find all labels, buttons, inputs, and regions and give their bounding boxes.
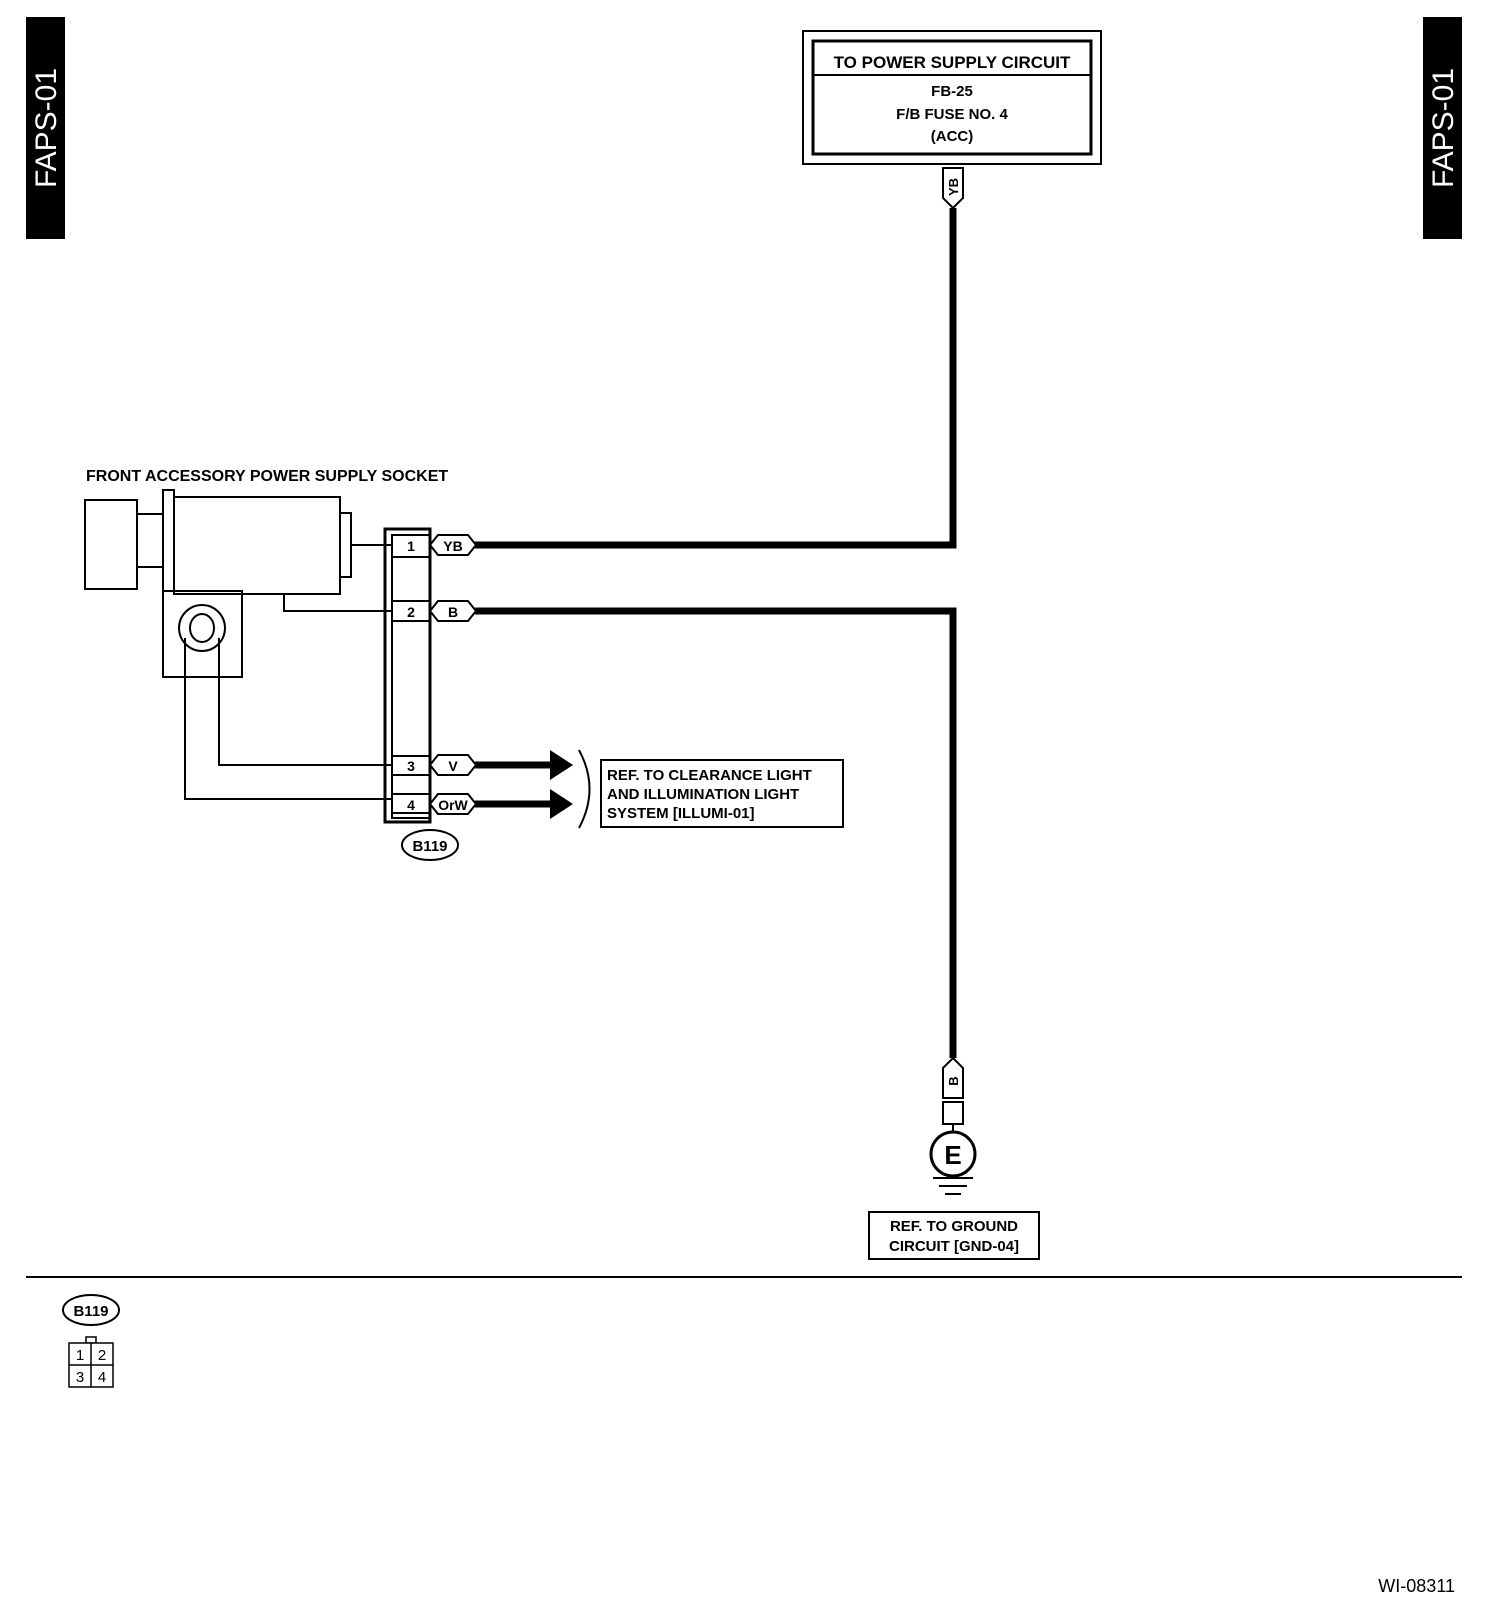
connector-b119: 1 2 3 4 bbox=[383, 527, 432, 824]
wire-tag-yb-vertical: YB bbox=[942, 167, 964, 210]
legend-pin-4: 4 bbox=[98, 1369, 106, 1386]
component-label: FRONT ACCESSORY POWER SUPPLY SOCKET bbox=[86, 468, 448, 485]
pin-2-number: 2 bbox=[407, 604, 415, 620]
legend-pin-1: 1 bbox=[76, 1347, 84, 1364]
arrow-v-icon bbox=[550, 750, 573, 780]
wire-tag-pin1: YB bbox=[428, 534, 478, 556]
wire-orw bbox=[475, 789, 573, 819]
arrow-orw-icon bbox=[550, 789, 573, 819]
ground-symbol-label: E bbox=[944, 1140, 961, 1170]
legend-connector-id: B119 bbox=[73, 1303, 108, 1320]
left-side-tab: FAPS-01 bbox=[26, 17, 65, 239]
wire-tag-b-vertical-label: B bbox=[946, 1076, 961, 1085]
left-side-tab-label: FAPS-01 bbox=[30, 68, 63, 188]
right-side-tab-label: FAPS-01 bbox=[1427, 68, 1460, 188]
power-socket-icon bbox=[84, 489, 392, 800]
pin-4-number: 4 bbox=[407, 797, 415, 813]
power-box-line3: (ACC) bbox=[931, 128, 974, 145]
ref-illumi-line3: SYSTEM [ILLUMI-01] bbox=[607, 805, 755, 822]
wire-tag-pin4: OrW bbox=[428, 793, 478, 815]
connector-legend: B119 1 2 3 4 bbox=[62, 1294, 120, 1388]
ref-ground-line2: CIRCUIT [GND-04] bbox=[889, 1238, 1019, 1255]
wire-tag-yb-vertical-label: YB bbox=[946, 178, 961, 196]
wire-tag-pin2-label: B bbox=[448, 604, 458, 620]
pin-1-number: 1 bbox=[407, 538, 415, 554]
reference-bracket bbox=[578, 749, 591, 829]
wire-b-ground bbox=[475, 607, 957, 1058]
power-box-line1: FB-25 bbox=[931, 83, 973, 100]
pin-3-number: 3 bbox=[407, 758, 415, 774]
power-box-line2: F/B FUSE NO. 4 bbox=[896, 106, 1008, 123]
wire-tag-b-vertical: B bbox=[942, 1056, 964, 1099]
wire-tag-pin4-label: OrW bbox=[438, 797, 468, 813]
ref-ground-box: REF. TO GROUND CIRCUIT [GND-04] bbox=[868, 1211, 1040, 1260]
connector-id-badge: B119 bbox=[401, 829, 459, 861]
legend-pin-2: 2 bbox=[98, 1347, 106, 1364]
legend-pin-3: 3 bbox=[76, 1369, 84, 1386]
wire-tag-pin2: B bbox=[428, 600, 478, 622]
ground-icon: E bbox=[929, 1130, 977, 1195]
wire-tag-pin3: V bbox=[428, 754, 478, 776]
wire-v bbox=[475, 750, 573, 780]
right-side-tab: FAPS-01 bbox=[1423, 17, 1462, 239]
wire-tag-pin1-label: YB bbox=[443, 538, 462, 554]
power-supply-box: TO POWER SUPPLY CIRCUIT FB-25 F/B FUSE N… bbox=[802, 30, 1102, 165]
ground-terminal bbox=[942, 1101, 964, 1132]
ref-illumi-line1: REF. TO CLEARANCE LIGHT bbox=[607, 767, 812, 784]
ref-illumi-line2: AND ILLUMINATION LIGHT bbox=[607, 786, 799, 803]
connector-id-label: B119 bbox=[412, 838, 447, 855]
wire-tag-pin3-label: V bbox=[448, 758, 458, 774]
ref-ground-line1: REF. TO GROUND bbox=[890, 1218, 1018, 1235]
ref-illumi-box: REF. TO CLEARANCE LIGHT AND ILLUMINATION… bbox=[600, 759, 844, 828]
power-box-title: TO POWER SUPPLY CIRCUIT bbox=[834, 53, 1071, 72]
figure-id: WI-08311 bbox=[1378, 1576, 1455, 1596]
wire-yb bbox=[475, 208, 957, 549]
